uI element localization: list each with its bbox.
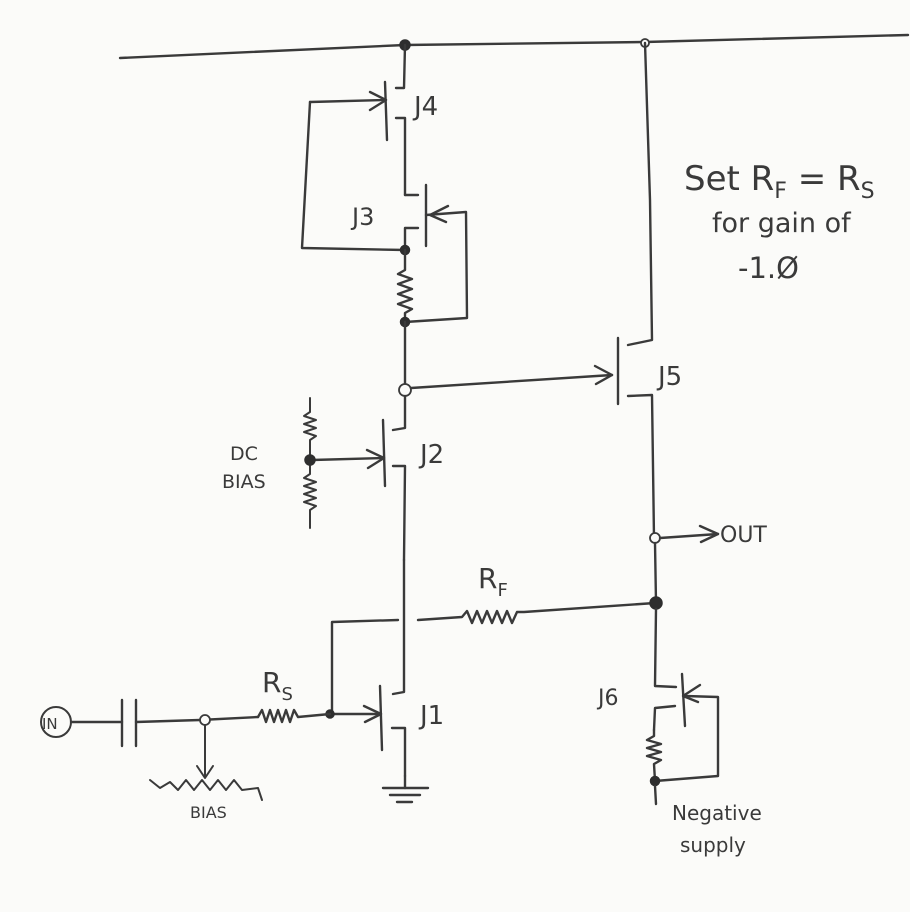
j5-gate-node xyxy=(398,383,412,397)
wire-j2-to-j1 xyxy=(391,558,406,696)
transistor-j4 xyxy=(300,43,407,252)
wire-feedback-to-j6 xyxy=(653,607,678,689)
wire-node-to-j5-gate xyxy=(409,373,614,390)
dc-bias-label-line1: DC xyxy=(230,443,258,465)
j5-gate-arrow xyxy=(593,364,614,386)
note-line2: for gain of xyxy=(712,208,852,239)
dc-bias-label-line2: BIAS xyxy=(222,471,266,493)
output-label: OUT xyxy=(720,523,767,548)
label-j6: J6 xyxy=(596,686,619,711)
feedback-junction xyxy=(649,596,663,610)
label-j2: J2 xyxy=(418,440,444,470)
transistor-j3 xyxy=(403,183,469,324)
transistor-j5 xyxy=(616,41,656,540)
input-bias-label: BIAS xyxy=(190,803,227,822)
ground-symbol xyxy=(381,774,430,804)
supply-rail xyxy=(118,33,910,60)
label-rs: RS xyxy=(262,666,293,705)
neg-supply-label-line2: supply xyxy=(680,833,746,857)
note-line1: Set RF = RS xyxy=(684,159,875,204)
neg-supply-label-line1: Negative xyxy=(672,801,762,825)
output-arrow xyxy=(698,524,720,544)
resistor-rs xyxy=(256,708,332,724)
j3-source-resistor xyxy=(396,248,414,324)
label-j5: J5 xyxy=(656,362,682,392)
input-bias-node xyxy=(199,714,211,726)
input-capacitor xyxy=(120,698,138,748)
input-bias-pot xyxy=(149,724,263,801)
label-j1: J1 xyxy=(418,701,444,731)
input-label: IN xyxy=(42,715,58,733)
neg-supply-junction xyxy=(649,775,661,787)
j6-source-resistor xyxy=(645,728,663,783)
gain-note: Set RF = RS for gain of -1.Ø xyxy=(684,159,875,285)
wire-cap-to-rs xyxy=(134,715,260,724)
wire-feedback-loop xyxy=(330,618,400,714)
label-j4: J4 xyxy=(412,92,438,122)
transistor-j1 xyxy=(328,684,407,778)
transistor-j2 xyxy=(310,394,407,562)
dc-bias-divider xyxy=(303,397,317,529)
dc-bias-junction xyxy=(304,454,316,466)
resistor-rf xyxy=(416,601,657,625)
wire-neg-supply xyxy=(653,784,658,806)
label-j3: J3 xyxy=(350,203,374,231)
label-rf: RF xyxy=(478,562,508,601)
transistor-j6 xyxy=(652,672,720,783)
wire-out-to-feedback xyxy=(653,541,658,605)
output-node xyxy=(649,532,661,544)
wire-output xyxy=(658,532,720,540)
note-line3: -1.Ø xyxy=(738,251,799,285)
